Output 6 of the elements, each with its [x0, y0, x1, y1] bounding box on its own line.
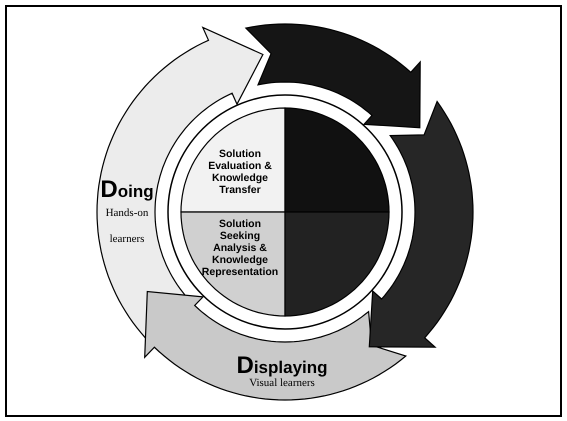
stage-heading: Doing: [100, 176, 154, 204]
stage-heading: Displaying: [236, 352, 328, 379]
quadrant-text: Solution Evaluation & Knowledge Transfer: [207, 148, 273, 196]
stage-description: Visual learners: [248, 377, 316, 391]
quadrant-text: Solution Seeking Analysis & Knowledge Representation: [200, 218, 280, 278]
stage-description: Hands-on learners: [104, 206, 150, 247]
